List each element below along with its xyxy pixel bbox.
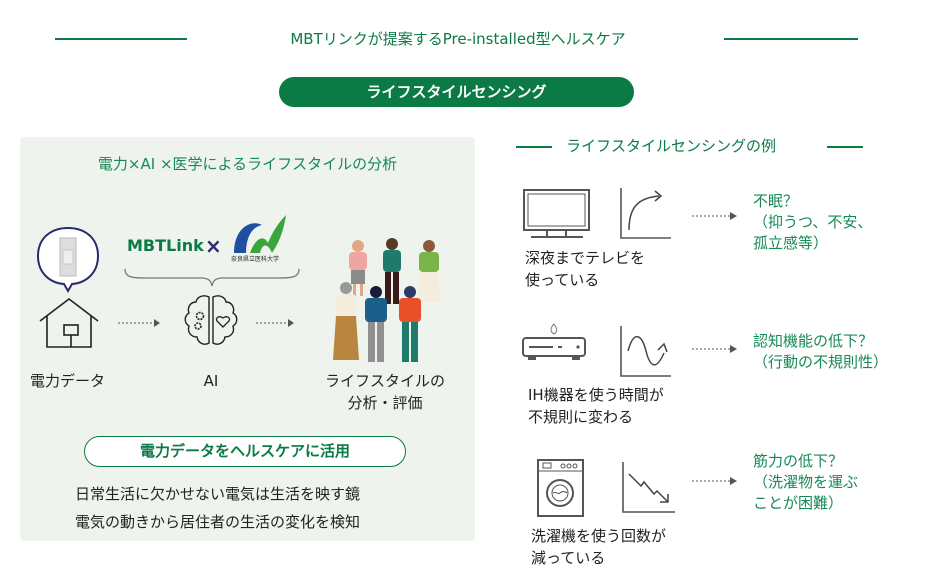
result-line2: （洗濯物を運ぶ xyxy=(753,473,859,491)
times-sign: × xyxy=(205,234,222,258)
result-line1: 筋力の低下？ xyxy=(753,452,844,470)
label-power-data: 電力データ xyxy=(30,372,106,390)
header-rule-right xyxy=(724,38,858,40)
condition-line2: 減っている xyxy=(531,549,606,567)
result-line3: ことが困難） xyxy=(753,494,844,512)
ih-cooker-icon xyxy=(522,323,586,360)
condition-line1: 洗濯機を使う回数が xyxy=(531,527,667,545)
university-logo xyxy=(234,215,286,253)
house-icon xyxy=(39,297,99,348)
brain-icon xyxy=(184,295,238,345)
arrow-icon xyxy=(118,319,160,327)
analysis-panel xyxy=(20,137,475,541)
tv-icon xyxy=(523,189,590,238)
condition-line2: 不規則に変わる xyxy=(528,408,634,426)
condition-line1: 深夜までテレビを xyxy=(525,249,646,267)
examples-rule-right xyxy=(827,146,863,148)
wave-trend-chart-icon xyxy=(620,326,671,377)
section-pill: ライフスタイルセンシング xyxy=(279,77,634,107)
result-line1: 不眠？ xyxy=(753,192,799,210)
arrow-icon xyxy=(692,345,737,353)
label-lifestyle-line1: ライフスタイルの xyxy=(324,372,445,390)
label-ai: AI xyxy=(203,372,219,390)
brace xyxy=(124,268,300,287)
label-lifestyle-line2: 分析・評価 xyxy=(347,394,423,412)
mbtlink-logo: MBTLink xyxy=(127,236,204,255)
university-name: 奈良県立医科大学 xyxy=(231,256,280,263)
examples-title: ライフスタイルセンシングの例 xyxy=(566,137,777,155)
description-line2: 電気の動きから居住者の生活の変化を検知 xyxy=(75,513,361,531)
examples-rule-left xyxy=(516,146,552,148)
arrow-icon xyxy=(692,212,737,220)
result-line2: （行動の不規則性） xyxy=(753,353,889,371)
condition-line1: IH機器を使う時間が xyxy=(528,386,664,404)
result-line3: 孤立感等） xyxy=(753,234,829,252)
panel-subtitle: 電力×AI ×医学によるライフスタイルの分析 xyxy=(97,155,398,173)
description-line1: 日常生活に欠かせない電気は生活を映す鏡 xyxy=(75,485,361,503)
people-illustration xyxy=(333,238,440,362)
result-line1: 認知機能の低下？ xyxy=(753,332,874,350)
rising-trend-chart-icon xyxy=(620,188,671,239)
washing-machine-icon xyxy=(537,459,584,517)
result-line2: （抑うつ、不安、 xyxy=(753,213,873,231)
arrow-icon xyxy=(256,319,294,327)
arrow-icon xyxy=(692,477,737,485)
condition-line2: 使っている xyxy=(525,271,600,289)
smart-meter-bubble-icon xyxy=(36,226,100,294)
page-title: MBTリンクが提案するPre-installed型ヘルスケア xyxy=(290,30,626,48)
falling-trend-chart-icon xyxy=(622,462,675,513)
cta-pill: 電力データをヘルスケアに活用 xyxy=(84,436,406,467)
header-rule-left xyxy=(55,38,187,40)
